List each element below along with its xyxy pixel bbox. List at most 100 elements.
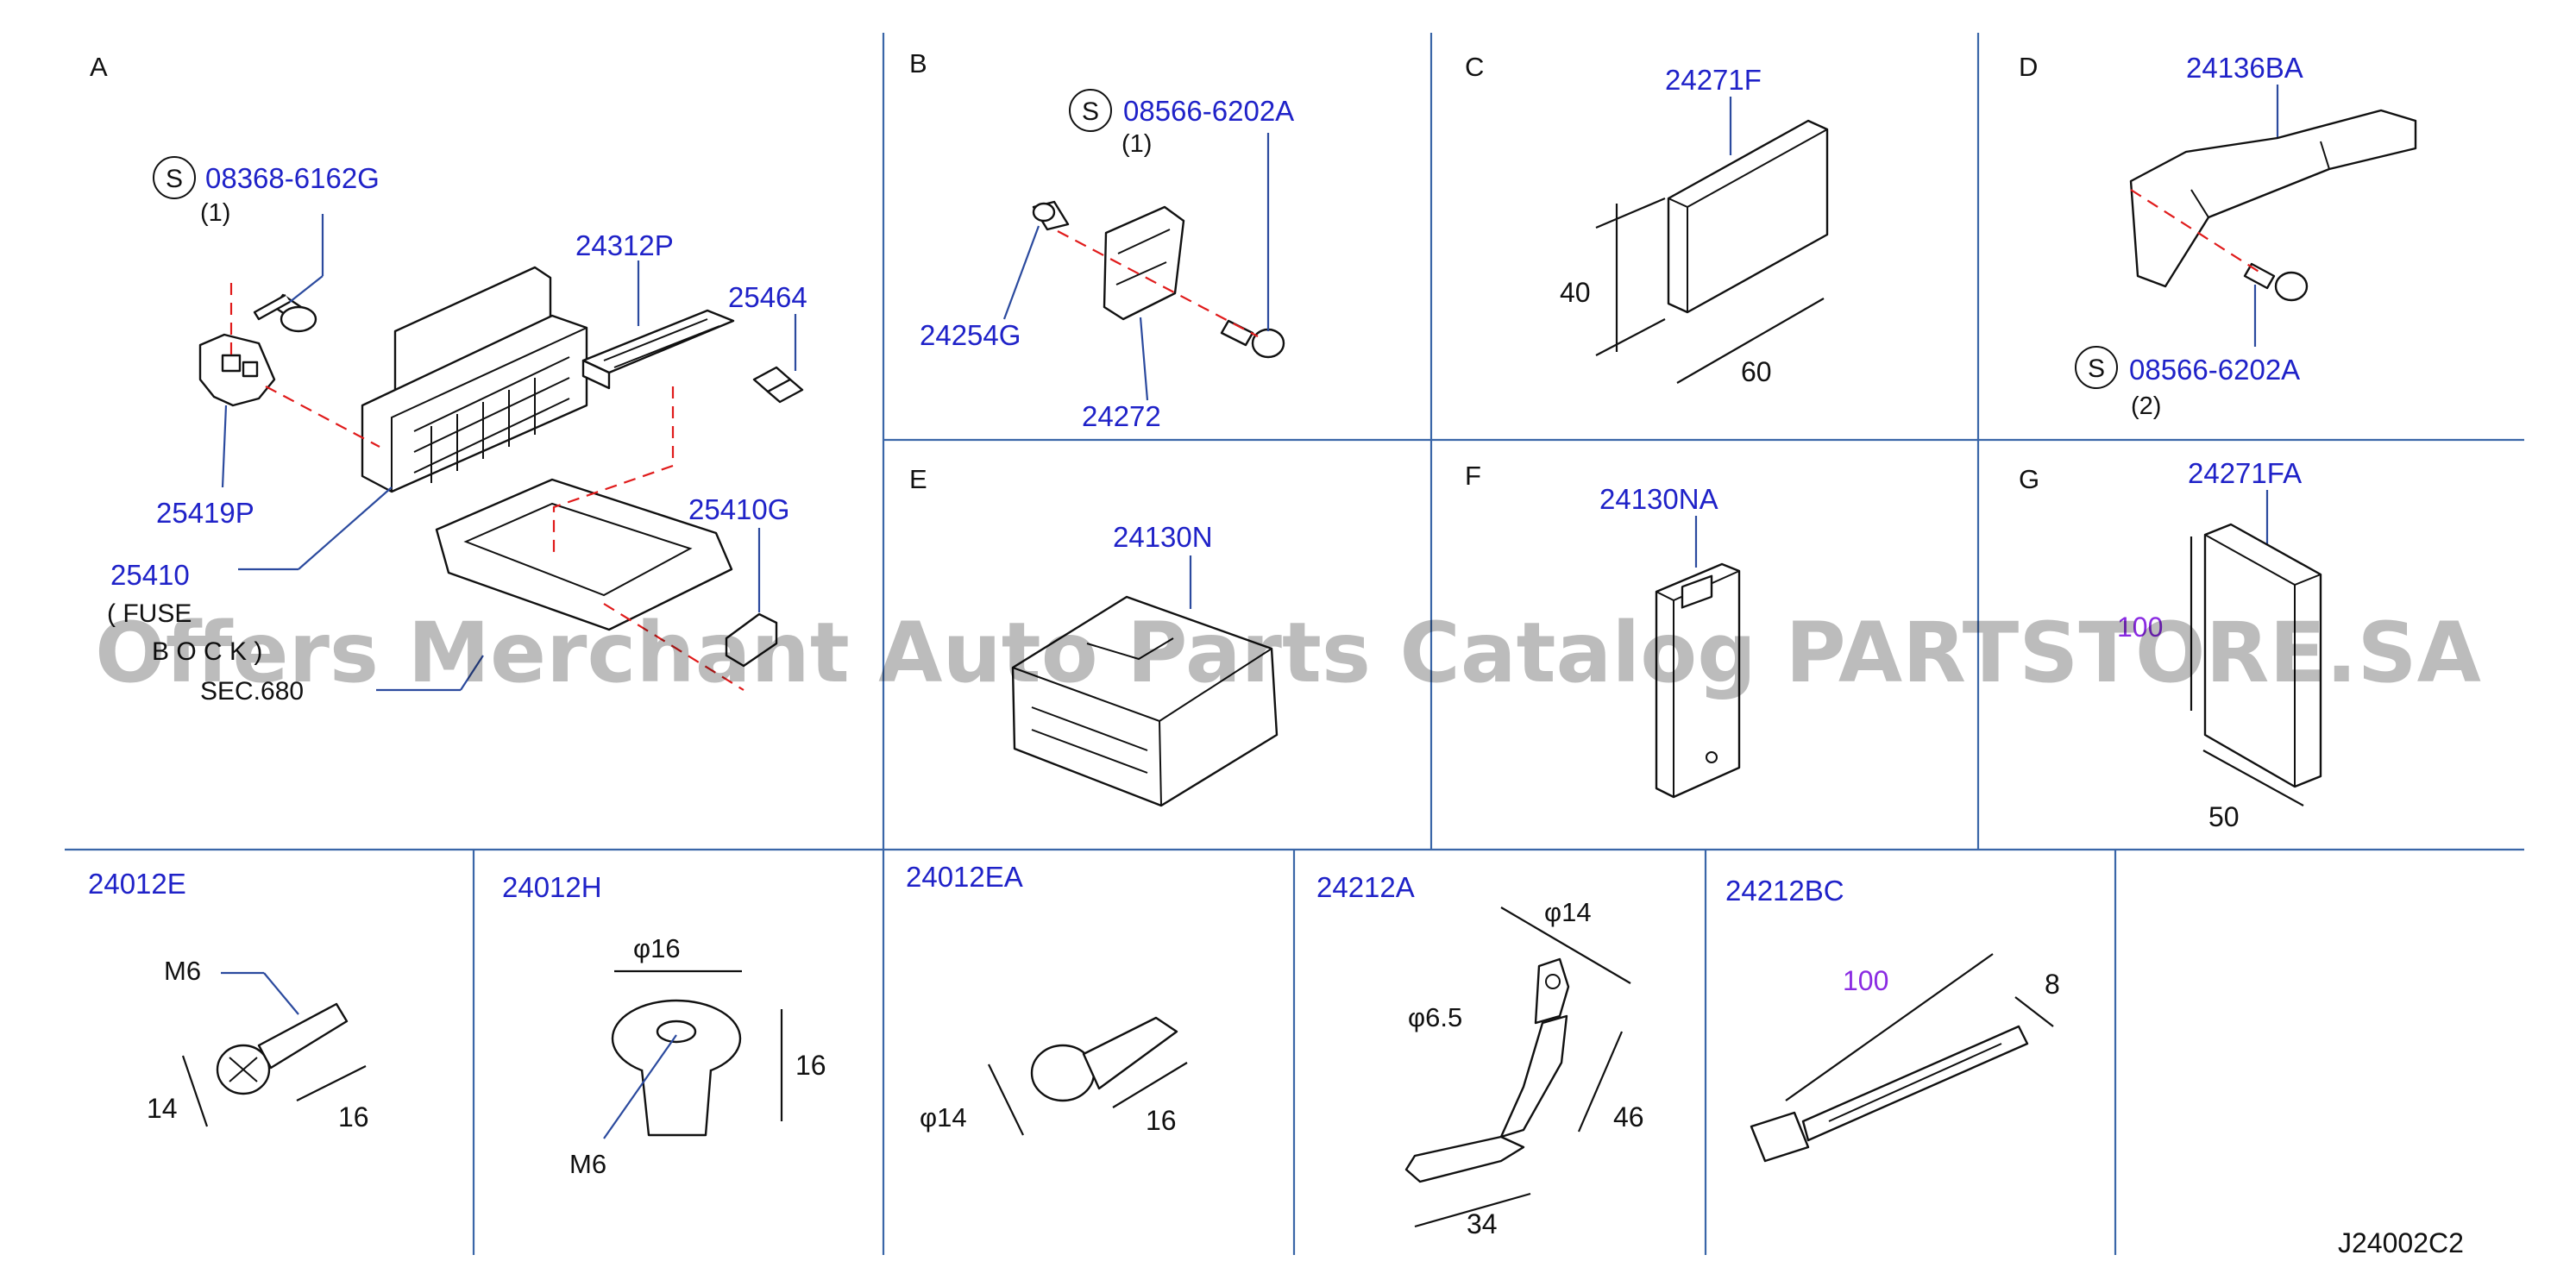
panel-24212a: 24212A φ14 φ6.5 46 34 [1316,871,1644,1239]
dimension-value: 100 [1843,965,1888,996]
dimension-line [296,1065,367,1101]
part-number[interactable]: 24130N [1113,521,1213,553]
bolt-icon [1220,319,1285,359]
part-number[interactable]: 25410G [688,493,789,525]
section-b: B S 08566-6202A (1) 24254G 24272 [909,48,1294,432]
pad-icon [1667,119,1829,314]
quantity: (1) [200,199,230,227]
dimension-line [1500,907,1631,984]
part-number[interactable]: 24254G [920,319,1021,351]
diameter-value: φ6.5 [1408,1002,1462,1032]
assembly-line [603,603,745,691]
s-symbol: S [2088,355,2105,383]
part-number[interactable]: 24212A [1316,871,1415,903]
fuse-block-icon [361,266,588,493]
leader-line [460,655,484,691]
note-text: B O C K ) [152,637,262,666]
section-letter: F [1465,461,1481,491]
part-number[interactable]: 24012H [502,871,602,903]
connector-icon [1011,595,1279,807]
section-letter: A [90,52,108,82]
dimension-line [1112,1062,1188,1108]
diameter-value: φ14 [920,1102,967,1133]
bolt-icon [1030,1016,1178,1102]
diagram-code: J24002C2 [2338,1227,2464,1258]
push-rivet-icon [611,999,742,1137]
dimension-line [2202,750,2304,806]
dimension-value: 50 [2208,801,2240,832]
connector-icon [1655,562,1741,799]
part-number-screw[interactable]: 08368-6162G [205,162,380,194]
part-number[interactable]: 24272 [1082,400,1161,432]
dimension-value: 40 [1560,277,1591,308]
section-c: C 24271F 40 60 [1465,52,1829,387]
cable-tie-icon [1750,1025,2029,1163]
dimension-line [1577,1031,1624,1133]
s-symbol-icon [153,156,196,199]
dimension-value: 100 [2117,612,2163,643]
leader-line [603,1034,677,1139]
diameter-value: φ14 [1544,897,1592,927]
bracket-icon [2129,109,2417,288]
part-number[interactable]: 24212BC [1725,875,1844,907]
s-symbol: S [1082,97,1099,126]
part-number[interactable]: 25464 [728,281,807,313]
bolt-icon [253,293,317,333]
section-letter: C [1465,52,1484,82]
section-letter: D [2019,52,2038,82]
part-number-screw[interactable]: 08566-6202A [1123,95,1294,127]
thread-size: M6 [164,956,201,986]
part-number[interactable]: 24136BA [2186,52,2303,84]
leader-line [1139,317,1149,401]
grid-lines [65,33,2524,1255]
part-number[interactable]: 24312P [575,229,674,261]
part-number[interactable]: 24130NA [1599,483,1718,515]
assembly-line [1057,230,1259,337]
assembly-line [265,386,380,448]
tray-icon [435,478,733,631]
panel-24012h: 24012H φ16 16 M6 [502,871,826,1179]
dimension-line [1414,1192,1531,1228]
dimension-value: 8 [2045,969,2060,1000]
leader-line [289,275,324,303]
dimension-value: 34 [1467,1208,1498,1239]
panel-24012ea: 24012EA φ14 16 [906,861,1188,1136]
dimension-line [988,1064,1024,1136]
part-number[interactable]: 25410 [110,559,190,591]
dimension-line [181,1055,209,1127]
part-number[interactable]: 25419P [156,497,254,529]
note-text: SEC.680 [200,677,304,706]
relay-panel-icon [581,309,735,390]
part-number-screw[interactable]: 08566-6202A [2129,354,2300,386]
s-symbol-icon [1069,89,1112,132]
section-e: E 24130N [909,464,1279,807]
dimension-value: 14 [147,1093,178,1124]
grommet-icon [1032,200,1070,231]
fuse-icon [752,366,804,404]
part-number[interactable]: 24012E [88,868,186,900]
part-number[interactable]: 24271FA [2188,457,2302,489]
leader-line [1002,225,1040,320]
bolt-icon [216,1002,349,1095]
bolt-icon [2243,262,2309,302]
section-letter: G [2019,464,2039,494]
clamp-icon [1404,957,1570,1183]
bracket-icon [198,333,276,407]
dimension-value: 46 [1613,1101,1644,1133]
section-a: A S 08368-6162G (1) 24312P 25464 25419P … [90,52,807,706]
dimension-line [1595,318,1666,356]
leader-line [221,405,228,488]
section-f: F 24130NA [1465,461,1741,799]
dimension-line [2014,996,2054,1027]
part-number[interactable]: 24271F [1665,64,1762,96]
leader-line [263,972,299,1015]
dimension-value: 16 [338,1101,369,1133]
dimension-value: 16 [795,1050,826,1081]
s-symbol: S [166,165,183,193]
part-number[interactable]: 24012EA [906,861,1023,893]
assembly-line [2130,189,2261,273]
dimension-value: 60 [1741,356,1772,387]
section-letter: E [909,464,927,494]
panel-24212bc: 24212BC 100 8 [1725,875,2060,1163]
